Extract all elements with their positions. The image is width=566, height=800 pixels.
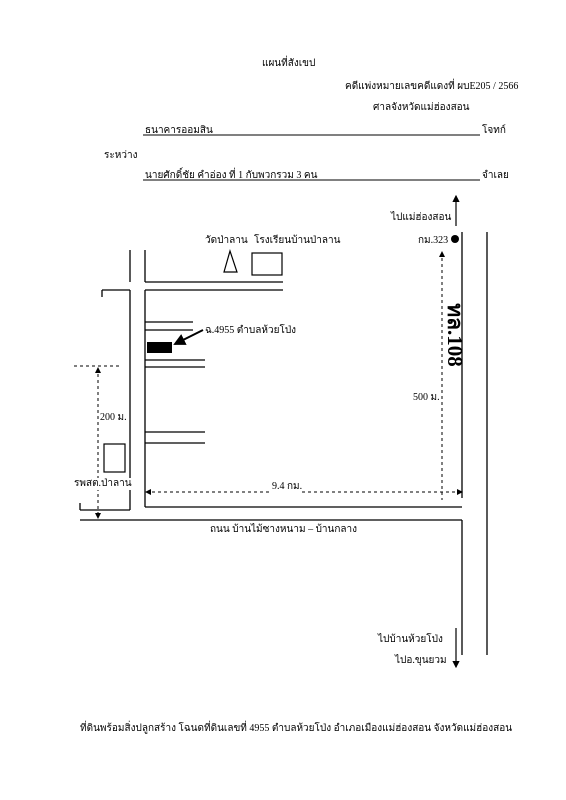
school-label: โรงเรียนบ้านป่าลาน: [254, 235, 341, 246]
between-label: ระหว่าง: [104, 150, 138, 161]
temple-label: วัดป่าลาน: [205, 235, 248, 246]
land-label: ฉ.4955 ตำบลห้วยโป่ง: [205, 325, 297, 336]
defendant-name: นายศักดิ์ชัย คำอ่อง ที่ 1 กับพวกรวม 3 คน: [145, 170, 318, 181]
dim-9-4-label: 9.4 กม.: [272, 481, 303, 493]
road-name-label: ถนน บ้านไม้ซางหนาม – บ้านกลาง: [210, 524, 358, 535]
court-name: ศาลจังหวัดแม่ฮ่องสอน: [373, 102, 470, 113]
temple-icon: [223, 248, 238, 273]
km-marker-dot-icon: [451, 235, 459, 243]
to-north-label: ไปแม่ฮ่องสอน: [391, 212, 452, 223]
hospital-icon: [103, 443, 126, 473]
land-pointer-arrow-icon: [173, 329, 204, 345]
hospital-label: รพสต.ป่าลาน: [74, 478, 132, 490]
km-marker-label: กม.323: [418, 235, 449, 246]
footer-caption: ที่ดินพร้อมสิ่งปลูกสร้าง โฉนดที่ดินเลขที…: [80, 723, 513, 734]
to-khunyuam-label: ไปอ.ขุนยวม: [395, 655, 447, 666]
plaintiff-role: โจทก์: [482, 125, 506, 136]
school-icon: [251, 252, 283, 276]
plaintiff-name: ธนาคารออมสิน: [145, 125, 213, 136]
to-huaypong-label: ไปบ้านห้วยโป่ง: [378, 634, 443, 645]
case-number: คดีแพ่งหมายเลขคดีแดงที่ ผบE205 / 2566: [345, 81, 519, 92]
defendant-role: จำเลย: [482, 170, 509, 181]
dim-500-label: 500 ม.: [413, 392, 440, 403]
map-title: แผนที่สังเขป: [262, 58, 316, 69]
highway-label: ทล.108: [443, 303, 467, 366]
dim-200-label: 200 ม.: [100, 412, 127, 424]
land-parcel-icon: [147, 342, 172, 353]
